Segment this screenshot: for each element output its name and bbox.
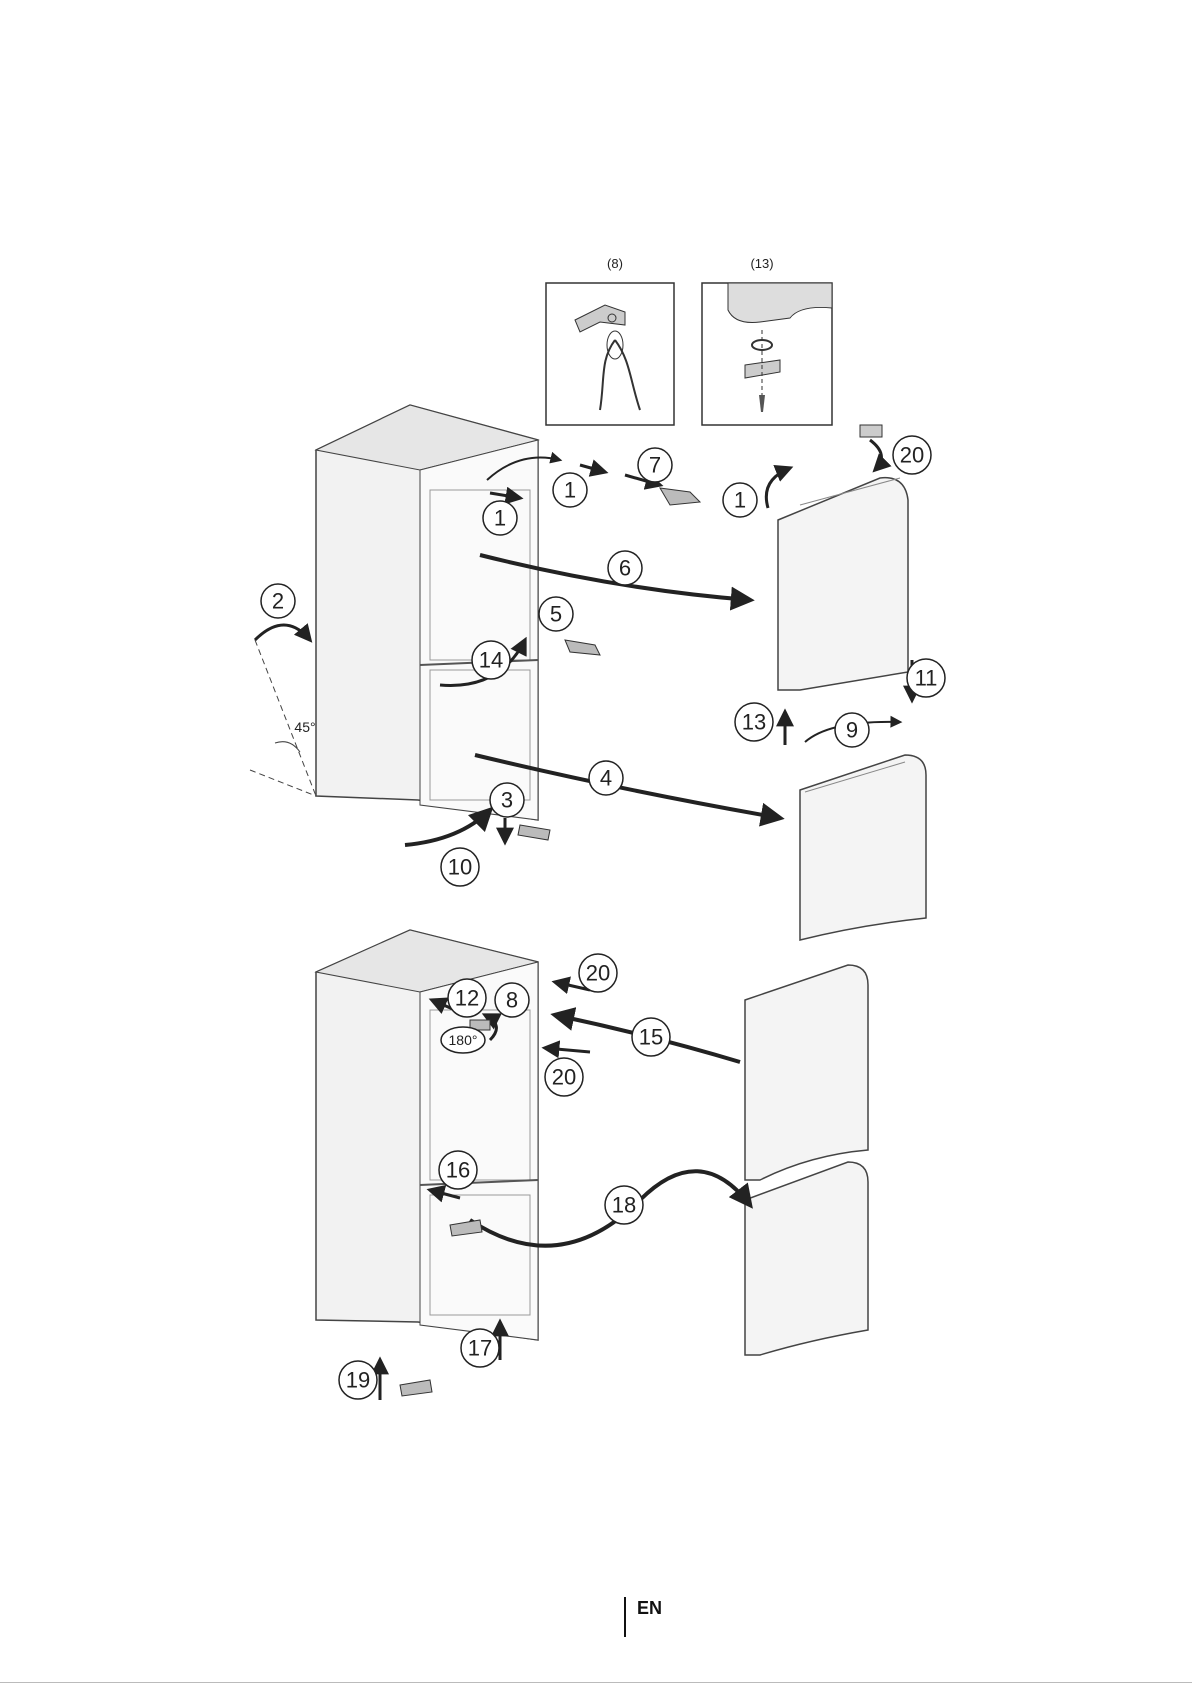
detail-caption-13: (13) <box>750 256 773 271</box>
svg-text:17: 17 <box>468 1336 492 1361</box>
svg-text:4: 4 <box>600 766 612 791</box>
fridge-door-upper <box>800 755 926 940</box>
step-17: 17 <box>461 1329 499 1367</box>
step-11: 11 <box>907 659 945 697</box>
freezer-door-upper <box>778 478 908 690</box>
svg-text:15: 15 <box>639 1025 663 1050</box>
step-19: 19 <box>339 1361 377 1399</box>
step-9: 9 <box>835 713 869 747</box>
svg-text:16: 16 <box>446 1158 470 1183</box>
svg-text:10: 10 <box>448 855 472 880</box>
fridge-door-lower <box>745 1162 868 1355</box>
step-16: 16 <box>439 1151 477 1189</box>
step-13: 13 <box>735 703 773 741</box>
step-20c: 20 <box>545 1058 583 1096</box>
step-12: 12 <box>448 979 486 1017</box>
detail-box-8: (8) <box>546 256 674 425</box>
svg-text:2: 2 <box>272 589 284 614</box>
svg-text:7: 7 <box>649 453 661 478</box>
svg-text:20: 20 <box>552 1065 576 1090</box>
step-1a: 1 <box>483 501 517 535</box>
svg-text:6: 6 <box>619 556 631 581</box>
step-10: 10 <box>441 848 479 886</box>
rotation-label: 180° <box>449 1032 478 1048</box>
step-5: 5 <box>539 597 573 631</box>
svg-text:1: 1 <box>564 478 576 503</box>
svg-text:3: 3 <box>501 788 513 813</box>
step-7: 7 <box>638 448 672 482</box>
tilt-guide: 45° <box>250 625 316 796</box>
svg-text:9: 9 <box>846 718 858 743</box>
svg-text:12: 12 <box>455 986 479 1011</box>
step-14: 14 <box>472 641 510 679</box>
page-bottom-rule <box>0 1682 1192 1683</box>
svg-text:20: 20 <box>900 443 924 468</box>
step-20b: 20 <box>579 954 617 992</box>
svg-text:20: 20 <box>586 961 610 986</box>
angle-label: 45° <box>294 719 315 735</box>
step-6: 6 <box>608 551 642 585</box>
step-8: 8 <box>495 983 529 1017</box>
svg-text:1: 1 <box>494 506 506 531</box>
language-label: EN <box>637 1598 662 1619</box>
step-15: 15 <box>632 1018 670 1056</box>
step-4: 4 <box>589 761 623 795</box>
svg-text:1: 1 <box>734 488 746 513</box>
detail-box-13: (13) <box>702 256 832 425</box>
freezer-door-lower <box>745 965 868 1180</box>
step-2: 2 <box>261 584 295 618</box>
step-1b: 1 <box>553 473 587 507</box>
step-18: 18 <box>605 1186 643 1224</box>
footer-divider <box>624 1597 626 1637</box>
svg-text:19: 19 <box>346 1368 370 1393</box>
step-3: 3 <box>490 783 524 817</box>
step-20a: 20 <box>893 436 931 474</box>
svg-text:5: 5 <box>550 602 562 627</box>
svg-text:8: 8 <box>506 988 518 1013</box>
svg-text:18: 18 <box>612 1193 636 1218</box>
rotation-180: 180° <box>441 1027 485 1053</box>
svg-text:14: 14 <box>479 648 503 673</box>
detail-caption-8: (8) <box>607 256 623 271</box>
svg-text:11: 11 <box>915 666 938 691</box>
step-1c: 1 <box>723 483 757 517</box>
svg-text:13: 13 <box>742 710 766 735</box>
